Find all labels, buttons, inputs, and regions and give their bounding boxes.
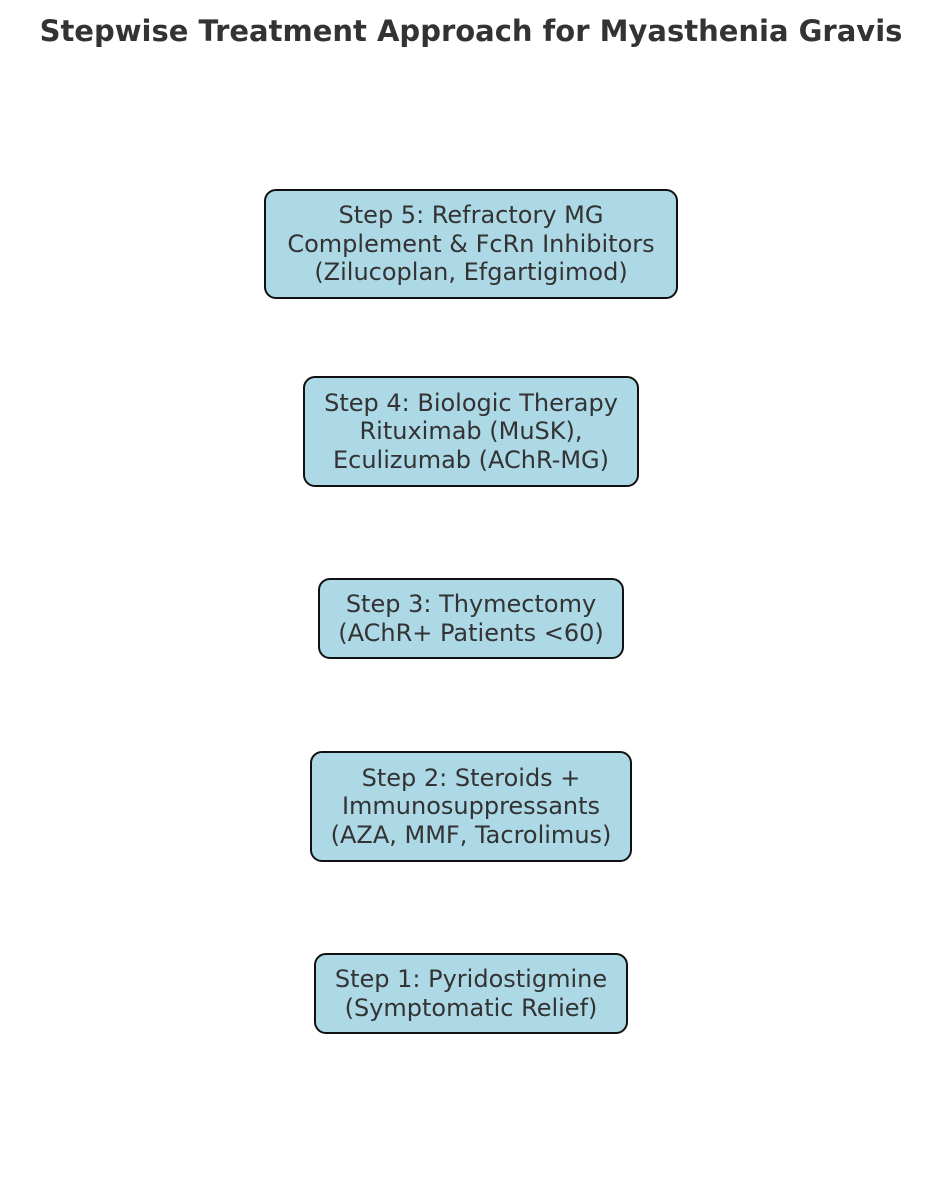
step-3-line-2: (AChR+ Patients <60) (338, 618, 604, 647)
step-5-line-2: Complement & FcRn Inhibitors (287, 229, 655, 258)
step-4-line-2: Rituximab (MuSK), (359, 417, 583, 446)
step-4-line-3: Eculizumab (AChR-MG) (332, 445, 610, 474)
step-2-line-1: Step 2: Steroids + (361, 763, 581, 792)
step-2-line-3: (AZA, MMF, Tacrolimus) (330, 820, 612, 849)
step-3-line-1: Step 3: Thymectomy (345, 590, 597, 618)
step-2-line-2: Immunosuppressants (341, 792, 601, 821)
step-5-line-1: Step 5: Refractory MG (338, 201, 604, 230)
step-4-box: Step 4: Biologic Therapy Rituximab (MuSK… (303, 376, 639, 487)
step-4-line-1: Step 4: Biologic Therapy (324, 388, 618, 417)
step-3-box: Step 3: Thymectomy (AChR+ Patients <60) (318, 578, 624, 659)
step-1-box: Step 1: Pyridostigmine (Symptomatic Reli… (314, 953, 628, 1034)
step-2-box: Step 2: Steroids + Immunosuppressants (A… (310, 751, 632, 862)
step-1-line-2: (Symptomatic Relief) (344, 993, 598, 1022)
diagram-title: Stepwise Treatment Approach for Myasthen… (39, 14, 903, 48)
step-5-line-3: (Zilucoplan, Efgartigimod) (314, 258, 628, 287)
step-5-box: Step 5: Refractory MG Complement & FcRn … (264, 189, 678, 299)
step-1-line-1: Step 1: Pyridostigmine (334, 965, 608, 993)
